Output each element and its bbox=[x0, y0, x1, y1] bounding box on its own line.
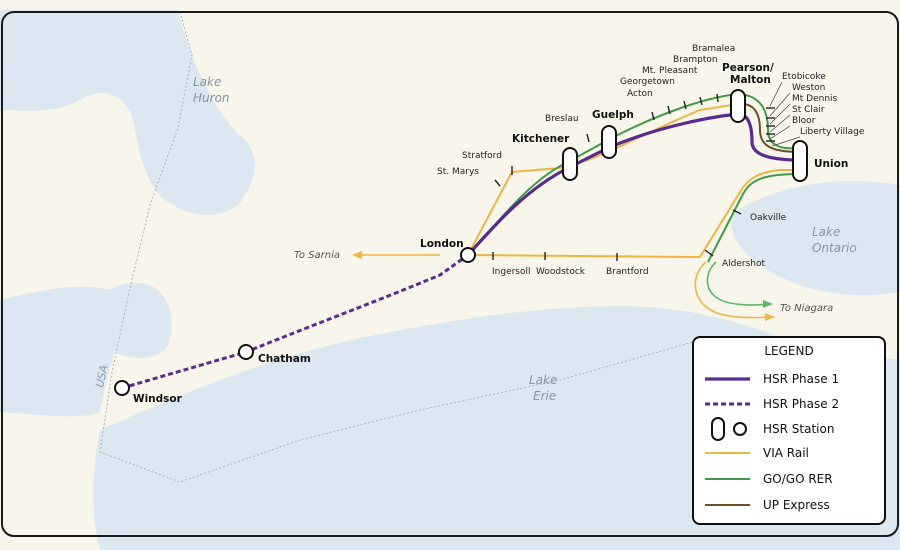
mt-pleasant-label: Mt. Pleasant bbox=[642, 66, 698, 76]
via-line-london-toronto-south bbox=[467, 169, 800, 259]
bramalea-label: Bramalea bbox=[692, 44, 735, 54]
legend-box bbox=[692, 336, 886, 525]
legend-label-hsr-phase-2: HSR Phase 2 bbox=[763, 397, 839, 411]
via-line-london-stratford bbox=[467, 103, 739, 256]
hsr-stations bbox=[114, 89, 808, 396]
lake-huron-label-1: Lake bbox=[193, 75, 221, 89]
weston-label: Weston bbox=[792, 83, 825, 93]
guelph-station[interactable] bbox=[601, 125, 617, 159]
breslau-label: Breslau bbox=[545, 114, 579, 124]
lake-st-clair-area bbox=[0, 282, 172, 417]
to-sarnia-label: To Sarnia bbox=[294, 250, 340, 261]
stratford-label: Stratford bbox=[462, 151, 502, 161]
lake-huron bbox=[0, 10, 255, 215]
to-niagara-label: To Niagara bbox=[780, 303, 833, 314]
st-clair-label: St Clair bbox=[792, 105, 825, 115]
to-sarnia-arrow bbox=[352, 251, 440, 259]
brantford-label: Brantford bbox=[606, 267, 649, 277]
legend-label-hsr-station: HSR Station bbox=[763, 422, 834, 436]
legend-label-hsr-phase-1: HSR Phase 1 bbox=[763, 372, 839, 386]
usa-label: USA bbox=[93, 364, 110, 389]
legend-label-via-rail: VIA Rail bbox=[763, 446, 809, 460]
legend: LEGEND HSR Phase 1 HSR Phase 2 HSR Stati… bbox=[692, 336, 886, 525]
ingersoll-label: Ingersoll bbox=[492, 267, 531, 277]
pearson-label-2: Malton bbox=[730, 74, 771, 86]
via-rail-lines bbox=[467, 103, 800, 259]
woodstock-label: Woodstock bbox=[536, 267, 586, 277]
london-station[interactable] bbox=[460, 247, 476, 263]
pearson-station[interactable] bbox=[730, 89, 746, 123]
lake-ontario bbox=[731, 181, 900, 296]
union-station[interactable] bbox=[792, 140, 808, 182]
mt-dennis-label: Mt Dennis bbox=[792, 94, 838, 104]
etobicoke-label: Etobicoke bbox=[782, 72, 826, 82]
go-line-lakeshore bbox=[707, 173, 801, 263]
pearson-label-1: Pearson/ bbox=[722, 62, 774, 74]
london-label: London bbox=[420, 238, 464, 250]
legend-label-up-express: UP Express bbox=[763, 498, 830, 512]
bloor-label: Bloor bbox=[792, 116, 816, 126]
windsor-station[interactable] bbox=[114, 380, 130, 396]
us-canada-border bbox=[99, 11, 701, 483]
guelph-label: Guelph bbox=[592, 109, 634, 121]
union-label: Union bbox=[814, 158, 848, 170]
legend-swatch-station-circle bbox=[733, 422, 747, 436]
windsor-label: Windsor bbox=[133, 393, 183, 405]
lake-ontario-label-1: Lake bbox=[812, 225, 840, 239]
acton-label: Acton bbox=[627, 89, 653, 99]
st-marys-label: St. Marys bbox=[437, 167, 479, 177]
brampton-label: Brampton bbox=[673, 55, 718, 65]
hsr-phase-1-line bbox=[466, 112, 801, 257]
lake-erie-label-2: Erie bbox=[533, 389, 556, 403]
legend-label-go: GO/GO RER bbox=[763, 472, 833, 486]
hsr-phase-2-line bbox=[121, 253, 469, 390]
georgetown-label: Georgetown bbox=[620, 77, 675, 87]
legend-swatch-station-pill bbox=[711, 417, 725, 441]
kitchener-label: Kitchener bbox=[512, 133, 570, 145]
up-express-line bbox=[741, 103, 801, 153]
oakville-label: Oakville bbox=[750, 213, 787, 223]
lake-huron-label-2: Huron bbox=[193, 91, 230, 105]
label-leader-lines bbox=[769, 81, 801, 147]
lake-erie-label-1: Lake bbox=[529, 373, 557, 387]
kitchener-station[interactable] bbox=[562, 147, 578, 181]
lake-ontario-label-2: Ontario bbox=[812, 241, 857, 255]
liberty-village-label: Liberty Village bbox=[800, 127, 865, 137]
chatham-label: Chatham bbox=[258, 353, 311, 365]
station-ticks bbox=[492, 93, 775, 261]
legend-title: LEGEND bbox=[764, 344, 813, 358]
map-frame bbox=[1, 11, 899, 537]
to-niagara-arrows bbox=[694, 261, 775, 321]
chatham-station[interactable] bbox=[238, 344, 254, 360]
aldershot-label: Aldershot bbox=[722, 259, 766, 269]
